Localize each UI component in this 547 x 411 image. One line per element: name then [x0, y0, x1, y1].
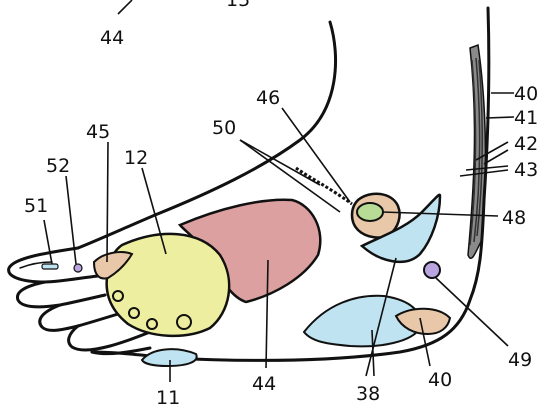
label-43: 43 — [514, 159, 538, 181]
label-40-bottom: 40 — [428, 369, 452, 391]
label-44-top: 44 — [100, 27, 124, 49]
label-44-bottom: 44 — [252, 373, 276, 395]
label-15-top: 15 — [226, 0, 250, 11]
label-50: 50 — [212, 117, 236, 139]
point-48 — [357, 203, 383, 221]
label-45: 45 — [86, 121, 110, 143]
label-38: 38 — [356, 383, 380, 405]
point-52 — [74, 264, 82, 272]
label-11: 11 — [156, 387, 180, 409]
point-51 — [42, 264, 58, 269]
point-49 — [424, 262, 440, 278]
foot-outline — [9, 8, 489, 360]
ankle-zone — [352, 194, 440, 262]
label-49: 49 — [508, 349, 532, 371]
label-42: 42 — [514, 133, 538, 155]
label-40-top: 40 — [514, 83, 538, 105]
label-51: 51 — [24, 195, 48, 217]
label-41: 41 — [514, 107, 538, 129]
zone-12 — [107, 234, 230, 336]
label-46: 46 — [256, 87, 280, 109]
label-12: 12 — [124, 147, 148, 169]
label-52: 52 — [46, 155, 70, 177]
label-48: 48 — [502, 207, 526, 229]
